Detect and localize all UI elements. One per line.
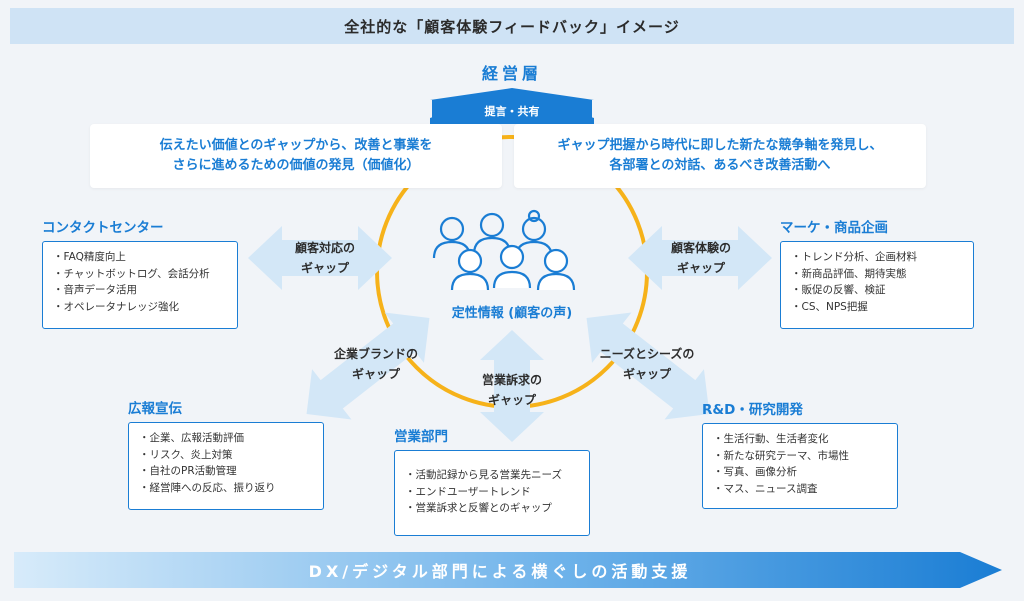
list-item: ・新商品評価、期待実態 [791,267,907,280]
list-item: ・チャットボットログ、会話分析 [53,267,210,280]
dx-banner-label: DX/デジタル部門による横ぐしの活動支援 [308,562,692,581]
list-item: ・オペレータナレッジ強化 [53,300,179,313]
gap-arrow-lower-left [306,312,430,420]
dept-title-pr: 広報宣伝 [128,401,182,417]
list-item: ・エンドユーザートレンド [405,485,531,498]
callout-new-competitive-axis: ギャップ把握から時代に即した新たな競争軸を発見し、 各部署との対話、あるべき改善… [514,124,926,188]
dept-title-contact-center: コンタクトセンター [42,220,164,236]
dept-title-rnd: R&D・研究開発 [702,402,803,418]
customers-icon [432,209,576,291]
dx-banner-arrow [14,552,1002,588]
list-item: ・生活行動、生活者変化 [713,433,829,445]
management-arrow-body [432,100,592,124]
dept-box-marketing: ・トレンド分析、企画材料 ・新商品評価、期待実態 ・販促の反響、検証 ・CS、N… [780,241,974,329]
gap-arrow-left [248,226,392,290]
callout-value-discovery: 伝えたい価値とのギャップから、改善と事業を さらに進めるための価値の発見（価値化… [90,124,502,188]
list-item: ・リスク、炎上対策 [139,448,233,461]
list-item: ・CS、NPS把握 [791,300,868,313]
page-title: 全社的な「顧客体験フィードバック」イメージ [10,8,1014,44]
gap-label-customer-service: 顧客対応の ギャップ [294,241,355,275]
list-item: ・音声データ活用 [53,284,137,296]
management-label: 経営層 [481,64,542,83]
list-item: ・写真、画像分析 [713,466,797,478]
list-item: ・企業、広報活動評価 [139,432,244,444]
list-item: ・経営陣への反応、振り返り [139,481,276,494]
list-item: ・活動記録から見る営業先ニーズ [405,469,562,481]
management-arrow-label: 提言・共有 [484,105,540,118]
dept-title-sales: 営業部門 [394,429,448,445]
list-item: ・新たな研究テーマ、市場性 [713,449,849,462]
list-item: ・マス、ニュース調査 [713,482,818,495]
list-item: ・販促の反響、検証 [791,284,886,296]
list-item: ・FAQ精度向上 [53,251,126,263]
dept-box-contact-center: ・FAQ精度向上 ・チャットボットログ、会話分析 ・音声データ活用 ・オペレータ… [42,241,238,329]
gap-label-corporate-brand: 企業ブランドの ギャップ [333,347,418,381]
dept-box-rnd: ・生活行動、生活者変化 ・新たな研究テーマ、市場性 ・写真、画像分析 ・マス、ニ… [702,423,898,509]
list-item: ・トレンド分析、企画材料 [791,251,917,263]
gap-label-customer-experience: 顧客体験の ギャップ [670,241,731,275]
gap-arrow-right [628,226,772,290]
gap-arrow-bottom [480,330,544,442]
dept-box-sales: ・活動記録から見る営業先ニーズ ・エンドユーザートレンド ・営業訴求と反響とのギ… [394,450,590,536]
dept-title-marketing: マーケ・商品企画 [780,220,888,236]
gap-arrow-lower-right [586,312,710,420]
dept-box-pr: ・企業、広報活動評価 ・リスク、炎上対策 ・自社のPR活動管理 ・経営陣への反応… [128,422,324,510]
gap-label-sales-appeal: 営業訴求の ギャップ [481,373,542,407]
list-item: ・営業訴求と反響とのギャップ [405,502,552,514]
list-item: ・自社のPR活動管理 [139,465,237,477]
gap-label-needs-seeds: ニーズとシーズの ギャップ [599,347,695,381]
qualitative-info-label: 定性情報 (顧客の声) [451,306,573,321]
